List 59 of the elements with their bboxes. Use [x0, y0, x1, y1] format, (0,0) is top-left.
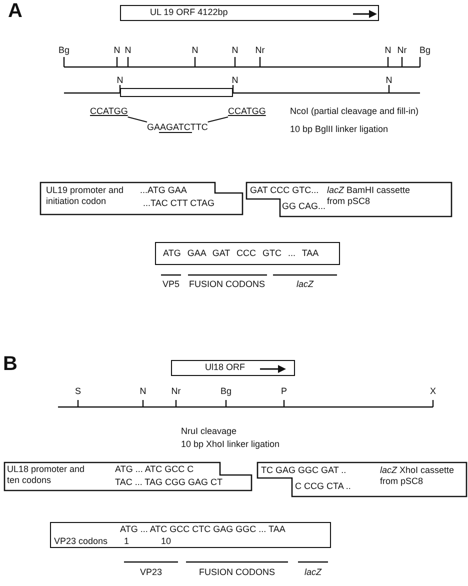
panel-label: A	[8, 0, 22, 22]
segment-label: FUSION CODONS	[189, 279, 265, 290]
note-text: NruI cleavage	[181, 426, 237, 437]
box-label: UL19 promoter and initiation codon	[46, 185, 125, 207]
note-text: 10 bp BglII linker ligation	[290, 124, 388, 135]
note-text: NcoI (partial cleavage and fill-in)	[290, 106, 419, 117]
orf-box	[171, 360, 295, 376]
segment-label: VP23	[140, 567, 162, 578]
restriction-site-label: N	[116, 75, 124, 86]
segment-label: VP5	[162, 279, 180, 290]
sequence-text: TAC ... TAG CGG GAG CT	[115, 477, 223, 488]
sequence-text: ...ATG GAA	[140, 185, 187, 196]
sequence-text: GAAGATCTTC	[147, 122, 208, 133]
restriction-site-label: N	[140, 386, 146, 397]
segment-label: lacZ	[304, 567, 322, 578]
restriction-site-label: Bg	[420, 45, 430, 56]
note-text: 10 bp XhoI linker ligation	[181, 439, 280, 450]
segment-label: lacZ	[296, 279, 314, 290]
restriction-site-label: P	[281, 386, 287, 397]
box-label: lacZ XhoI cassette from pSC8	[380, 465, 456, 487]
sequence-text: ATG ... ATC GCC CTC GAG GGC ... TAA	[120, 524, 286, 535]
gene-label: UL 19 ORF 4122bp	[150, 7, 228, 18]
restriction-site-label: N	[114, 45, 120, 56]
gene-label: Ul18 ORF	[205, 362, 246, 373]
connector-line	[128, 116, 148, 123]
restriction-site-label: Bg	[58, 45, 70, 56]
box-label: lacZ BamHI cassette from pSC8	[327, 185, 412, 207]
restriction-site-label: Bg	[220, 386, 232, 397]
restriction-site-label: N	[192, 45, 198, 56]
restriction-site-label: N	[232, 75, 238, 86]
orf-box	[120, 5, 379, 21]
fusion-sequence-box	[155, 242, 340, 265]
codon-number: 1	[124, 536, 130, 547]
restriction-site-label: N	[124, 45, 132, 56]
connector-line	[208, 116, 228, 123]
segment-label: FUSION CODONS	[199, 567, 275, 578]
restriction-site-label: Nr	[171, 386, 181, 397]
gene-segment-box	[120, 88, 233, 97]
restriction-site-label: N	[232, 45, 238, 56]
box-label: VP23 codons	[54, 536, 108, 547]
sequence-text: GG CAG...	[282, 201, 326, 212]
sequence-text: ATG ... ATC GCC C	[115, 464, 194, 475]
restriction-site-label: Nr	[397, 45, 407, 56]
sequence-text: ATG GAA GAT CCC GTC ... TAA	[163, 248, 319, 259]
restriction-site-label: X	[430, 386, 436, 397]
sequence-text: GAT CCC GTC...	[250, 185, 319, 196]
fusion-sequence-box	[50, 522, 331, 548]
restriction-site-label: N	[384, 45, 392, 56]
sequence-text: CCATGG	[90, 106, 128, 117]
sequence-text: TC GAG GGC GAT ..	[261, 465, 346, 476]
sequence-text: ...TAC CTT CTAG	[143, 198, 214, 209]
restriction-site-label: N	[386, 75, 392, 86]
restriction-site-label: Nr	[255, 45, 265, 56]
codon-number: 10	[161, 536, 172, 547]
panel-label: B	[3, 353, 18, 375]
sequence-text: CCATGG	[228, 106, 266, 117]
restriction-site-label: S	[75, 386, 81, 397]
box-label: UL18 promoter and ten codons	[7, 464, 86, 486]
sequence-text: C CCG CTA ..	[295, 481, 351, 492]
